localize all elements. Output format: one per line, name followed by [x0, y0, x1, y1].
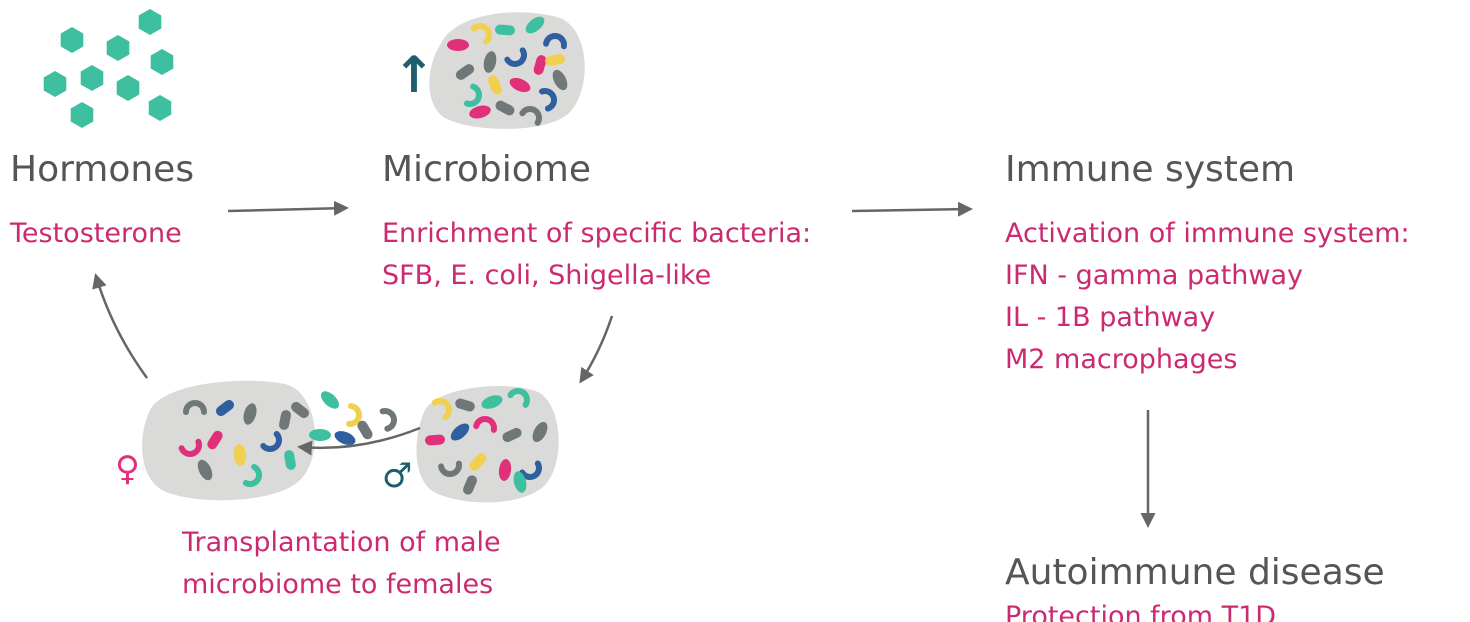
bacterium-shape [470, 23, 492, 45]
hormone-hexagon [70, 102, 94, 128]
bacterium-shape [357, 420, 373, 440]
bacterium-shape [545, 54, 565, 66]
transplant-detail-1: Transplantation of male [182, 527, 501, 558]
hormones-title: Hormones [10, 149, 195, 190]
bacterium-shape [495, 100, 515, 116]
bacterium-shape [197, 459, 213, 481]
bacterium-shape [346, 403, 362, 427]
bacterium-shape [233, 444, 247, 466]
bacterium-shape [519, 460, 542, 480]
hormones-detail-1: Testosterone [10, 218, 182, 249]
bacterium-shape [469, 105, 491, 119]
bacterium-shape [504, 47, 527, 67]
bacterium-shape [507, 388, 530, 408]
immune-detail-4: M2 macrophages [1005, 344, 1238, 375]
bacterium-shape [178, 438, 202, 457]
bacterium-shape [320, 391, 340, 409]
bacterium-shape [431, 398, 452, 421]
microbiome-title: Microbiome [382, 149, 591, 190]
bacterium-shape [532, 421, 548, 443]
bacterium-shape [379, 408, 397, 432]
bacterium-shape [334, 431, 356, 445]
bacterium-shape [279, 410, 291, 430]
arrow-microbiome-to-immune [851, 201, 973, 217]
immune-detail-1: Activation of immune system: [1005, 218, 1410, 249]
bacterium-shape [525, 16, 545, 34]
bacterium-shape [309, 428, 331, 442]
bacterium-shape [216, 399, 234, 417]
bacterium-shape [519, 106, 542, 126]
hormone-hexagon [60, 27, 84, 53]
bacterium-shape [552, 69, 568, 91]
bacterium-shape [502, 427, 522, 443]
bacterium-shape [463, 475, 477, 495]
bacterium-shape [513, 471, 527, 493]
hexagon-cluster-icon [43, 9, 174, 128]
female-microbiome-blob [142, 380, 316, 501]
arrow-up-icon: ↑ [393, 46, 435, 104]
hormone-hexagon [43, 71, 67, 97]
autoimmune-detail-1: Protection from T1D [1005, 601, 1277, 622]
transferred-bacteria-icon [178, 388, 548, 495]
bacterium-shape [243, 403, 257, 425]
transplant-detail-2: microbiome to females [182, 569, 494, 600]
hormone-hexagon [148, 95, 172, 121]
bacterium-shape [543, 33, 567, 50]
bacterium-shape [183, 400, 207, 415]
male-symbol-icon: ♂ [382, 456, 413, 496]
bacterium-shape [469, 453, 487, 471]
bacterium-shape [463, 83, 482, 107]
bacterium-shape [533, 55, 547, 75]
autoimmune-disease-title: Autoimmune disease [1005, 552, 1385, 593]
bacterium-shape [488, 75, 502, 95]
hormones-details: Testosterone [10, 213, 182, 255]
microbiome-detail-1: Enrichment of specific bacteria: [382, 218, 812, 249]
arrow-microbiome-to-transplant [579, 315, 614, 384]
bacterium-shape [438, 460, 462, 477]
bacterium-shape [481, 395, 503, 409]
arrow-male-to-female [297, 426, 421, 456]
autoimmune-details: Protection from T1D [1005, 596, 1276, 622]
hormone-hexagon [138, 9, 162, 35]
hormone-hexagon [116, 75, 140, 101]
bacterium-shape [455, 64, 475, 80]
hormone-hexagon [150, 49, 174, 75]
bacterium-shape [291, 401, 309, 419]
immune-detail-2: IFN - gamma pathway [1005, 260, 1304, 291]
bacterium-shape [207, 430, 223, 450]
bacterium-shape [483, 51, 497, 73]
bacterium-shape [450, 423, 470, 441]
bacterium-shape [495, 24, 515, 36]
bacterium-shape [260, 430, 282, 452]
bacteria-blob-icon [447, 16, 568, 126]
bacterium-shape [539, 88, 557, 112]
bacterium-shape [473, 416, 497, 433]
bacterium-shape [455, 398, 475, 412]
bacterium-shape [425, 434, 445, 446]
bacterium-shape [498, 459, 512, 481]
arrow-hormones-to-microbiome [227, 200, 349, 216]
hormone-hexagon [106, 35, 130, 61]
immune-system-title: Immune system [1005, 149, 1296, 190]
bacterium-shape [509, 77, 531, 93]
bacterium-shape [284, 450, 296, 470]
hormone-hexagon [80, 65, 104, 91]
immune-details: Activation of immune system: IFN - gamma… [1005, 213, 1410, 381]
bacterium-shape [242, 463, 262, 487]
microbiome-details: Enrichment of specific bacteria: SFB, E.… [382, 213, 811, 297]
transplant-details: Transplantation of male microbiome to fe… [182, 522, 501, 606]
female-symbol-icon: ♀ [115, 449, 140, 489]
arrow-transplant-to-hormones [92, 273, 149, 379]
microbiome-detail-2: SFB, E. coli, Shigella-like [382, 260, 712, 291]
bacterium-shape [447, 39, 469, 51]
immune-detail-3: IL - 1B pathway [1005, 302, 1216, 333]
